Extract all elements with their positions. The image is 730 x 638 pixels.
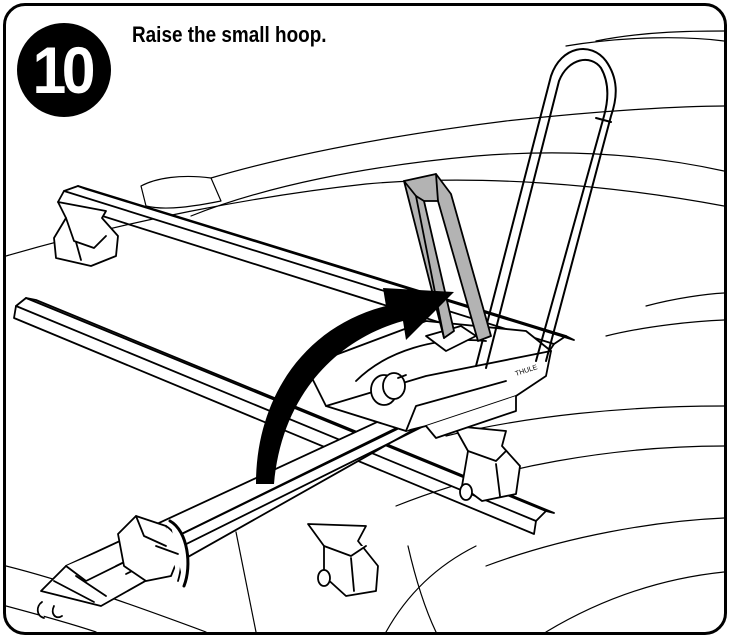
front-right-foot [453, 425, 521, 502]
tension-knob [370, 372, 407, 406]
rear-left-foot [53, 201, 119, 267]
clamp-body: THULE [305, 320, 552, 439]
front-left-foot [307, 523, 379, 597]
bike-tray [40, 403, 439, 607]
wheel-holder [36, 515, 190, 619]
roof-rack-illustration: THULE [6, 30, 724, 632]
instruction-panel: THULE 10 Raise the small hoop. [3, 3, 727, 635]
small-hoop [403, 173, 492, 342]
large-hoop [475, 48, 617, 369]
curved-arrow-icon [256, 288, 454, 484]
step-instruction: Raise the small hoop. [132, 22, 327, 47]
step-number: 10 [32, 33, 96, 107]
step-number-badge: 10 [17, 23, 111, 117]
